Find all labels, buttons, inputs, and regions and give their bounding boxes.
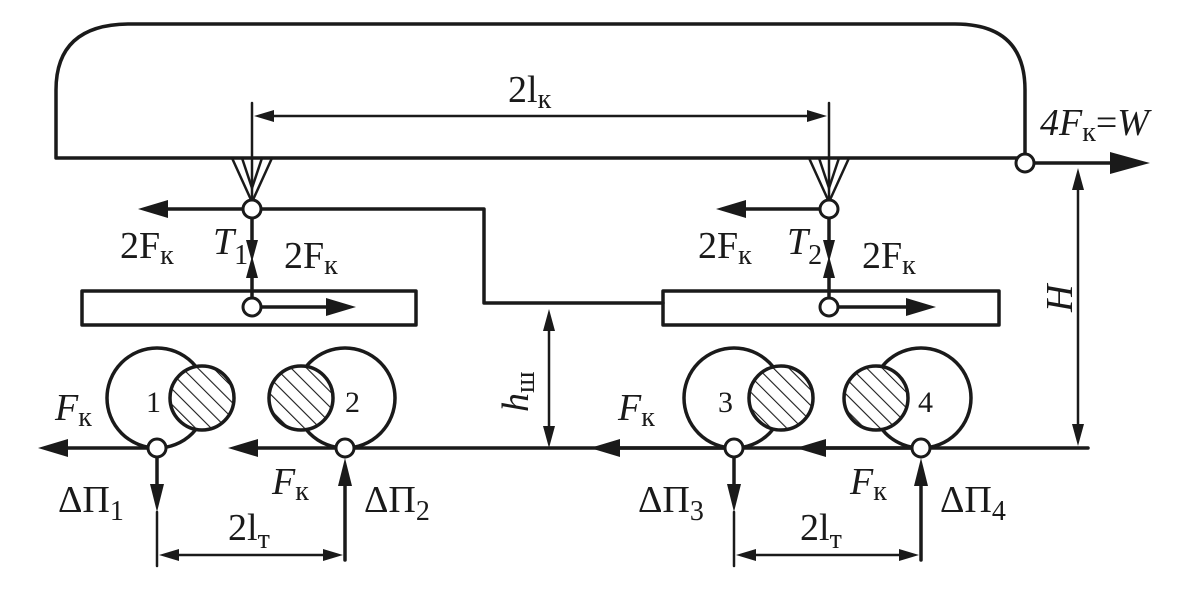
arrow-2Fk-left-frame-head [326,298,356,316]
label-4Fk-W: 4Fк=W [1040,102,1152,148]
dim-H-arrow-bottom [1072,424,1084,446]
label-dP4: ΔП4 [940,479,1006,527]
arrow-Fk-3-head [590,439,620,457]
arrow-T1-down-head [246,240,258,262]
car-body [54,22,1027,160]
label-2lk: 2lк [508,69,552,115]
pin-body-right [818,198,840,220]
dim-base-right-arrow-l [736,549,756,561]
label-T1: T1 [213,221,248,271]
wheel-3: 3 [682,346,815,450]
arrow-T2-up-head [823,256,835,278]
arrow-Fk-1-head [38,439,68,457]
drawbar-arrow-head [1110,152,1150,174]
drawbar-pin [1014,152,1036,174]
pin-wheel-2 [334,437,356,459]
pin-frame-right [818,296,840,318]
pin-wheel-4 [910,437,932,459]
pin-wheel-3 [723,437,745,459]
arrow-dP2-head [338,458,352,486]
wheel-4-number: 4 [918,386,933,419]
wheel-1-hub [168,364,236,432]
wheel-1-number: 1 [146,386,161,419]
dim-base-left-arrow-l [159,549,179,561]
wheel-3-number: 3 [718,386,733,419]
bogie-frame-right [661,289,1001,327]
arrow-dP1-head [150,484,164,512]
inter-bogie-link [260,207,665,305]
label-2lt-right: 2lт [800,507,842,555]
pin-frame-left [241,296,263,318]
dim-arrow-top-right [807,110,827,122]
dim-base-left-arrow-r [323,549,343,561]
label-Fk-1: Fк [54,387,92,433]
label-2Fk-right-frame: 2Fк [862,235,916,281]
wheel-2-hub [267,364,335,432]
label-dP1: ΔП1 [58,479,124,527]
label-dP3: ΔП3 [638,479,704,527]
label-dP2: ΔП2 [364,479,430,527]
dim-h-arrow-bottom [543,426,555,448]
dim-H-arrow-top [1072,168,1084,190]
pin-body-left [241,198,263,220]
label-H: H [1039,282,1081,313]
wheel-2-number: 2 [345,386,360,419]
pin-wheel-1 [146,437,168,459]
wheel-3-hub [747,364,815,432]
dim-h-arrow-top [543,309,555,331]
arrow-2Fk-left-body-head [138,200,168,218]
wheel-2: 2 [267,346,397,450]
arrow-dP3-head [727,484,741,512]
arrow-Fk-2-head [228,439,258,457]
dim-arrow-top-left [254,110,274,122]
label-2Fk-left-frame: 2Fк [284,235,338,281]
arrow-T2-down-head [823,240,835,262]
label-Fk-3: Fк [617,387,655,433]
label-2Fk-right-body: 2Fк [698,225,752,271]
label-Fk-4: Fк [849,461,887,507]
arrow-T1-up-head [246,256,258,278]
label-Fk-2: Fк [271,461,309,507]
arrow-Fk-4-head [796,439,826,457]
arrow-dP4-head [914,458,928,486]
label-2lt-left: 2lт [228,507,270,555]
wheel-4: 4 [842,346,973,450]
label-T2: T2 [787,221,822,271]
wheel-1: 1 [105,346,236,450]
label-h-sh: hш [495,371,541,412]
label-2Fk-left-body: 2Fк [120,225,174,271]
arrow-2Fk-right-frame-head [906,298,936,316]
arrow-2Fk-right-body-head [716,200,746,218]
wheel-4-hub [842,364,910,432]
bogie-frame-left [80,289,418,327]
dim-base-right-arrow-r [899,549,919,561]
